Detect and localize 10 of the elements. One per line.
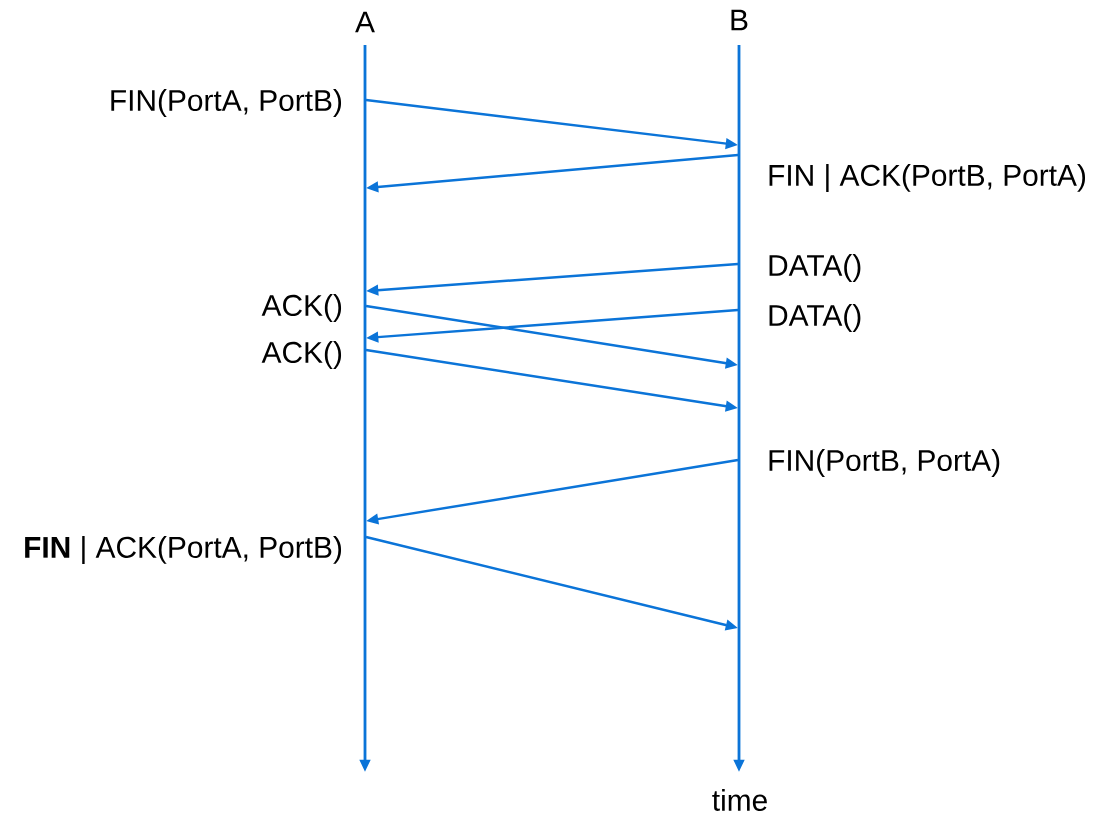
node-label: A: [355, 11, 375, 33]
message-label: FIN(PortB, PortA): [769, 449, 1000, 477]
message-label: DATA(): [769, 254, 861, 282]
message-label: FIN | ACK(PortA, PortB): [25, 536, 342, 564]
message-label: ACK(): [261, 294, 342, 322]
node-label: B: [731, 9, 748, 31]
message-label: ACK(): [261, 341, 342, 369]
message-label: DATA(): [769, 304, 861, 332]
message-label: FIN | ACK(PortB, PortA): [769, 164, 1086, 192]
message-label: FIN(PortA, PortB): [111, 89, 342, 117]
